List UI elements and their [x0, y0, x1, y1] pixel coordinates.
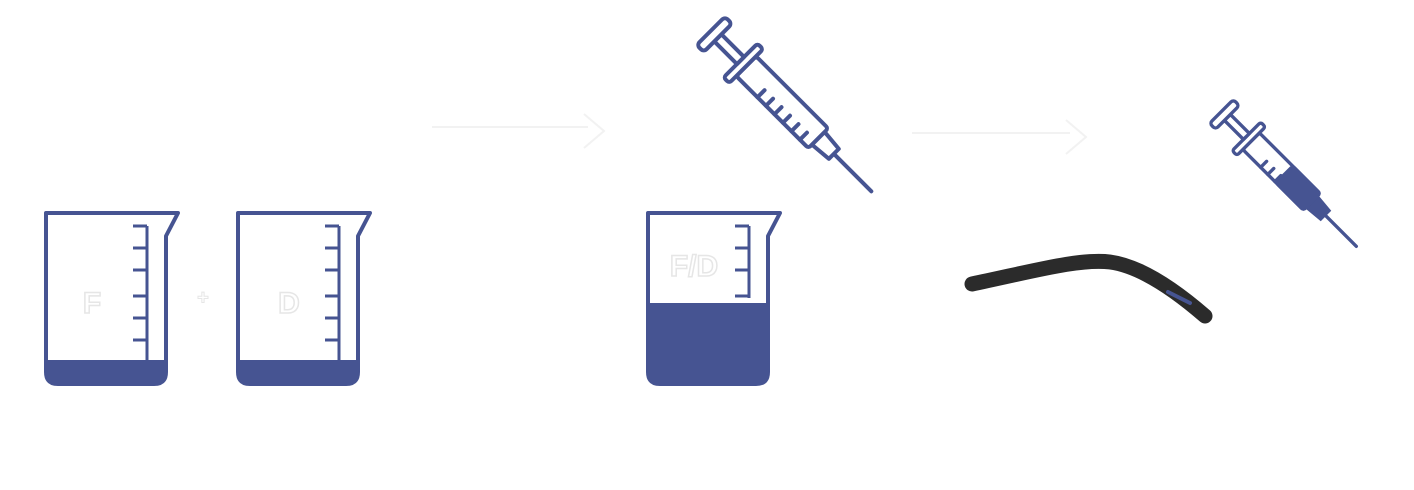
beaker-d-label: D	[278, 287, 300, 320]
beaker-f: F	[44, 211, 180, 386]
right-arrow-1	[432, 113, 606, 149]
syringe-icon	[1209, 99, 1358, 248]
beaker-fd-outline	[646, 211, 782, 386]
beaker-f-label: F	[83, 287, 101, 320]
plus-sign: +	[197, 287, 209, 309]
beaker-f-outline	[44, 211, 180, 386]
syringe-liquid	[1275, 165, 1321, 211]
fiber-icon	[964, 253, 1213, 324]
beaker-fd-label: F/D	[670, 250, 718, 283]
beaker-d-scale	[325, 224, 341, 360]
step-1-group: F + D	[44, 211, 372, 386]
syringe-icon	[696, 16, 874, 194]
beaker-d-outline	[236, 211, 372, 386]
beaker-fd-liquid	[648, 303, 780, 384]
beaker-fd-scale	[735, 224, 751, 298]
right-arrow-2	[912, 119, 1088, 155]
beaker-f-liquid	[46, 360, 178, 384]
beaker-d-liquid	[238, 360, 370, 384]
fiber-tip	[1166, 290, 1192, 305]
beaker-d: D	[236, 211, 372, 386]
beaker-fd: F/D	[646, 211, 782, 386]
step-2-group: F/D	[646, 16, 874, 386]
beaker-f-scale	[133, 224, 149, 360]
step-3-group	[964, 99, 1358, 324]
